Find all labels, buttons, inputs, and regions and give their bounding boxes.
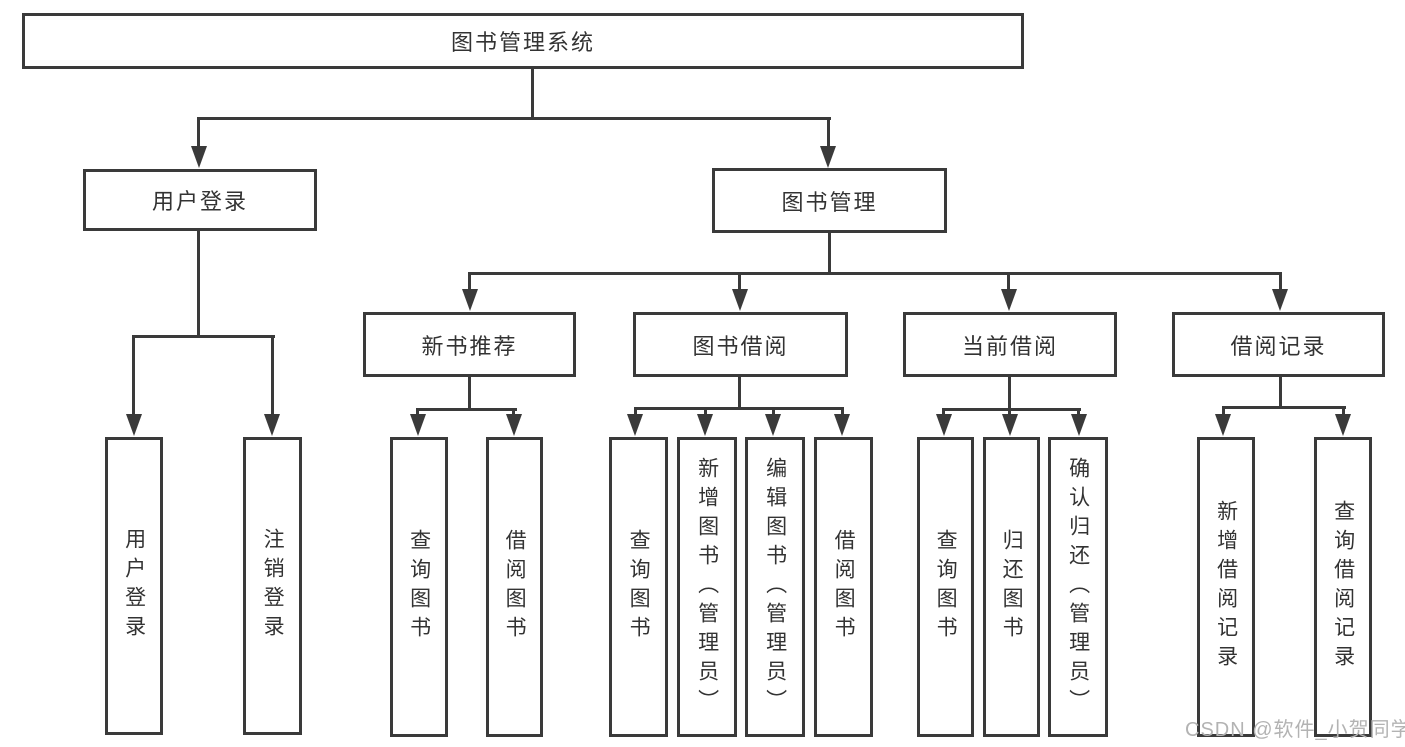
node-borrow-records-label: 借阅记录: [1230, 333, 1327, 359]
leaf-logout: 注销登录: [243, 437, 302, 735]
arrow-nb-leaf2-icon: [506, 414, 522, 436]
leaf-records-add-record-label: 新增借阅记录: [1214, 500, 1238, 674]
arrow-cu-leaf3-icon: [1071, 414, 1087, 436]
connector-book-mgmt-shaft: [827, 120, 830, 148]
connector-cu-leaf2-shaft: [1008, 411, 1011, 416]
connector-bw-leaf4-shaft: [841, 410, 844, 416]
connector-current-branch: [942, 408, 1081, 411]
node-new-book-recommend: 新书推荐: [363, 312, 576, 377]
node-book-borrowing-label: 图书借阅: [692, 333, 789, 359]
arrow-bw-leaf2-icon: [697, 414, 713, 436]
leaf-borrowing-edit-books-admin-label: 编辑图书（管理员）: [763, 456, 787, 718]
leaf-current-return-books: 归还图书: [983, 437, 1040, 737]
node-book-borrowing: 图书借阅: [633, 312, 848, 377]
connector-current-shaft: [1007, 275, 1010, 291]
leaf-newbook-borrow-books-label: 借阅图书: [503, 529, 527, 645]
connector-bookmgmt-branch: [468, 272, 1282, 275]
node-library-system-label: 图书管理系统: [450, 30, 595, 55]
connector-rc-leaf1-shaft: [1222, 409, 1225, 416]
leaf-current-confirm-return-admin-label: 确认归还（管理员）: [1066, 456, 1090, 718]
leaf-newbook-borrow-books: 借阅图书: [486, 437, 543, 737]
connector-newbooks-shaft: [468, 275, 471, 291]
leaf-newbook-query-books: 查询图书: [390, 437, 448, 737]
arrow-cu-leaf2-icon: [1002, 414, 1018, 436]
connector-leaf-login-shaft: [132, 338, 135, 416]
connector-borrowing-branch: [634, 407, 844, 410]
leaf-current-confirm-return-admin: 确认归还（管理员）: [1048, 437, 1108, 737]
arrow-rc-leaf2-icon: [1335, 414, 1351, 436]
node-user-login-label: 用户登录: [151, 189, 248, 214]
connector-rc-leaf2-shaft: [1342, 409, 1345, 416]
arrow-to-current-icon: [1001, 289, 1017, 311]
watermark: CSDN @软件_小贺同学: [1185, 719, 1405, 741]
arrow-bw-leaf3-icon: [765, 414, 781, 436]
node-user-login: 用户登录: [83, 169, 317, 231]
connector-nb-leaf1-shaft: [416, 411, 419, 416]
connector-nb-leaf2-shaft: [512, 411, 515, 416]
connector-borrowing-shaft: [738, 275, 741, 291]
leaf-current-query-books: 查询图书: [917, 437, 974, 737]
node-current-borrowing: 当前借阅: [903, 312, 1117, 377]
connector-bw-leaf3-shaft: [772, 410, 775, 416]
arrow-to-user-login-icon: [191, 146, 207, 168]
arrow-rc-leaf1-icon: [1215, 414, 1231, 436]
node-new-book-recommend-label: 新书推荐: [421, 333, 518, 359]
connector-bw-leaf1-shaft: [634, 410, 637, 416]
node-book-management: 图书管理: [712, 168, 947, 233]
connector-user-login-shaft: [197, 120, 200, 148]
arrow-to-leaf-login-icon: [126, 414, 142, 436]
connector-login-stem: [197, 231, 200, 338]
connector-root-stem: [531, 69, 534, 118]
leaf-borrowing-query-books: 查询图书: [609, 437, 668, 737]
connector-cu-leaf3-shaft: [1077, 411, 1080, 416]
arrow-nb-leaf1-icon: [410, 414, 426, 436]
leaf-borrowing-query-books-label: 查询图书: [627, 529, 651, 645]
connector-bookmgmt-stem: [828, 233, 831, 275]
leaf-borrowing-borrow-books-label: 借阅图书: [832, 529, 856, 645]
leaf-borrowing-add-books-admin: 新增图书（管理员）: [677, 437, 737, 737]
connector-login-branch: [132, 335, 275, 338]
connector-records-stem: [1279, 377, 1282, 409]
leaf-records-query-record-label: 查询借阅记录: [1331, 500, 1355, 674]
leaf-user-login-label: 用户登录: [122, 528, 146, 644]
node-library-system: 图书管理系统: [22, 13, 1024, 69]
leaf-records-query-record: 查询借阅记录: [1314, 437, 1372, 737]
arrow-cu-leaf1-icon: [936, 414, 952, 436]
arrow-to-records-icon: [1272, 289, 1288, 311]
leaf-newbook-query-books-label: 查询图书: [407, 529, 431, 645]
arrow-bw-leaf4-icon: [834, 414, 850, 436]
arrow-bw-leaf1-icon: [627, 414, 643, 436]
leaf-borrowing-borrow-books: 借阅图书: [814, 437, 873, 737]
leaf-records-add-record: 新增借阅记录: [1197, 437, 1255, 737]
connector-cu-leaf1-shaft: [942, 411, 945, 416]
connector-newbooks-branch: [416, 408, 517, 411]
connector-root-branch: [197, 117, 831, 120]
leaf-borrowing-edit-books-admin: 编辑图书（管理员）: [745, 437, 805, 737]
node-book-management-label: 图书管理: [781, 189, 878, 215]
leaf-current-return-books-label: 归还图书: [1000, 529, 1024, 645]
arrow-to-book-mgmt-icon: [820, 146, 836, 168]
leaf-current-query-books-label: 查询图书: [934, 529, 958, 645]
node-borrow-records: 借阅记录: [1172, 312, 1385, 377]
connector-bw-leaf2-shaft: [704, 410, 707, 416]
connector-leaf-logout-shaft: [271, 338, 274, 416]
connector-records-branch: [1222, 406, 1346, 409]
leaf-borrowing-add-books-admin-label: 新增图书（管理员）: [695, 456, 719, 718]
leaf-logout-label: 注销登录: [261, 528, 285, 644]
arrow-to-newbooks-icon: [462, 289, 478, 311]
connector-newbooks-stem: [468, 377, 471, 411]
arrow-to-leaf-logout-icon: [264, 414, 280, 436]
arrow-to-borrowing-icon: [732, 289, 748, 311]
leaf-user-login: 用户登录: [105, 437, 163, 735]
node-current-borrowing-label: 当前借阅: [961, 333, 1058, 359]
connector-records-shaft: [1279, 275, 1282, 291]
connector-current-stem: [1008, 377, 1011, 411]
connector-borrowing-stem: [738, 377, 741, 410]
